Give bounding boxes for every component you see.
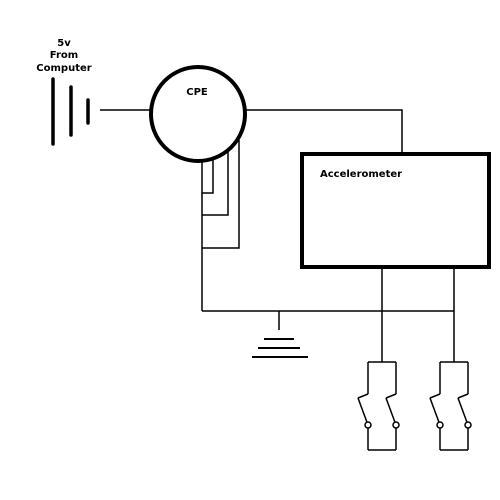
accelerometer-label: Accelerometer: [320, 169, 402, 180]
cpe-circle: [149, 65, 247, 163]
voltage-label: 5v: [57, 38, 71, 49]
battery-symbol-icon: [51, 77, 90, 146]
switch-symbol-icon: [357, 361, 400, 451]
source-label-from: From: [50, 50, 78, 61]
wire-cpe-to-accelerometer: [246, 109, 403, 154]
ground-bus-wiring: [202, 267, 455, 362]
cpe-lead-loops: [201, 140, 240, 311]
cpe-component: CPE: [149, 65, 247, 163]
cpe-label: CPE: [186, 87, 208, 98]
source-label-computer: Computer: [36, 63, 91, 74]
accelerometer-component: Accelerometer: [300, 152, 491, 269]
ground-symbol-icon: [252, 338, 308, 358]
accelerometer-box: [300, 152, 491, 269]
switch-symbol-icon: [429, 361, 472, 451]
